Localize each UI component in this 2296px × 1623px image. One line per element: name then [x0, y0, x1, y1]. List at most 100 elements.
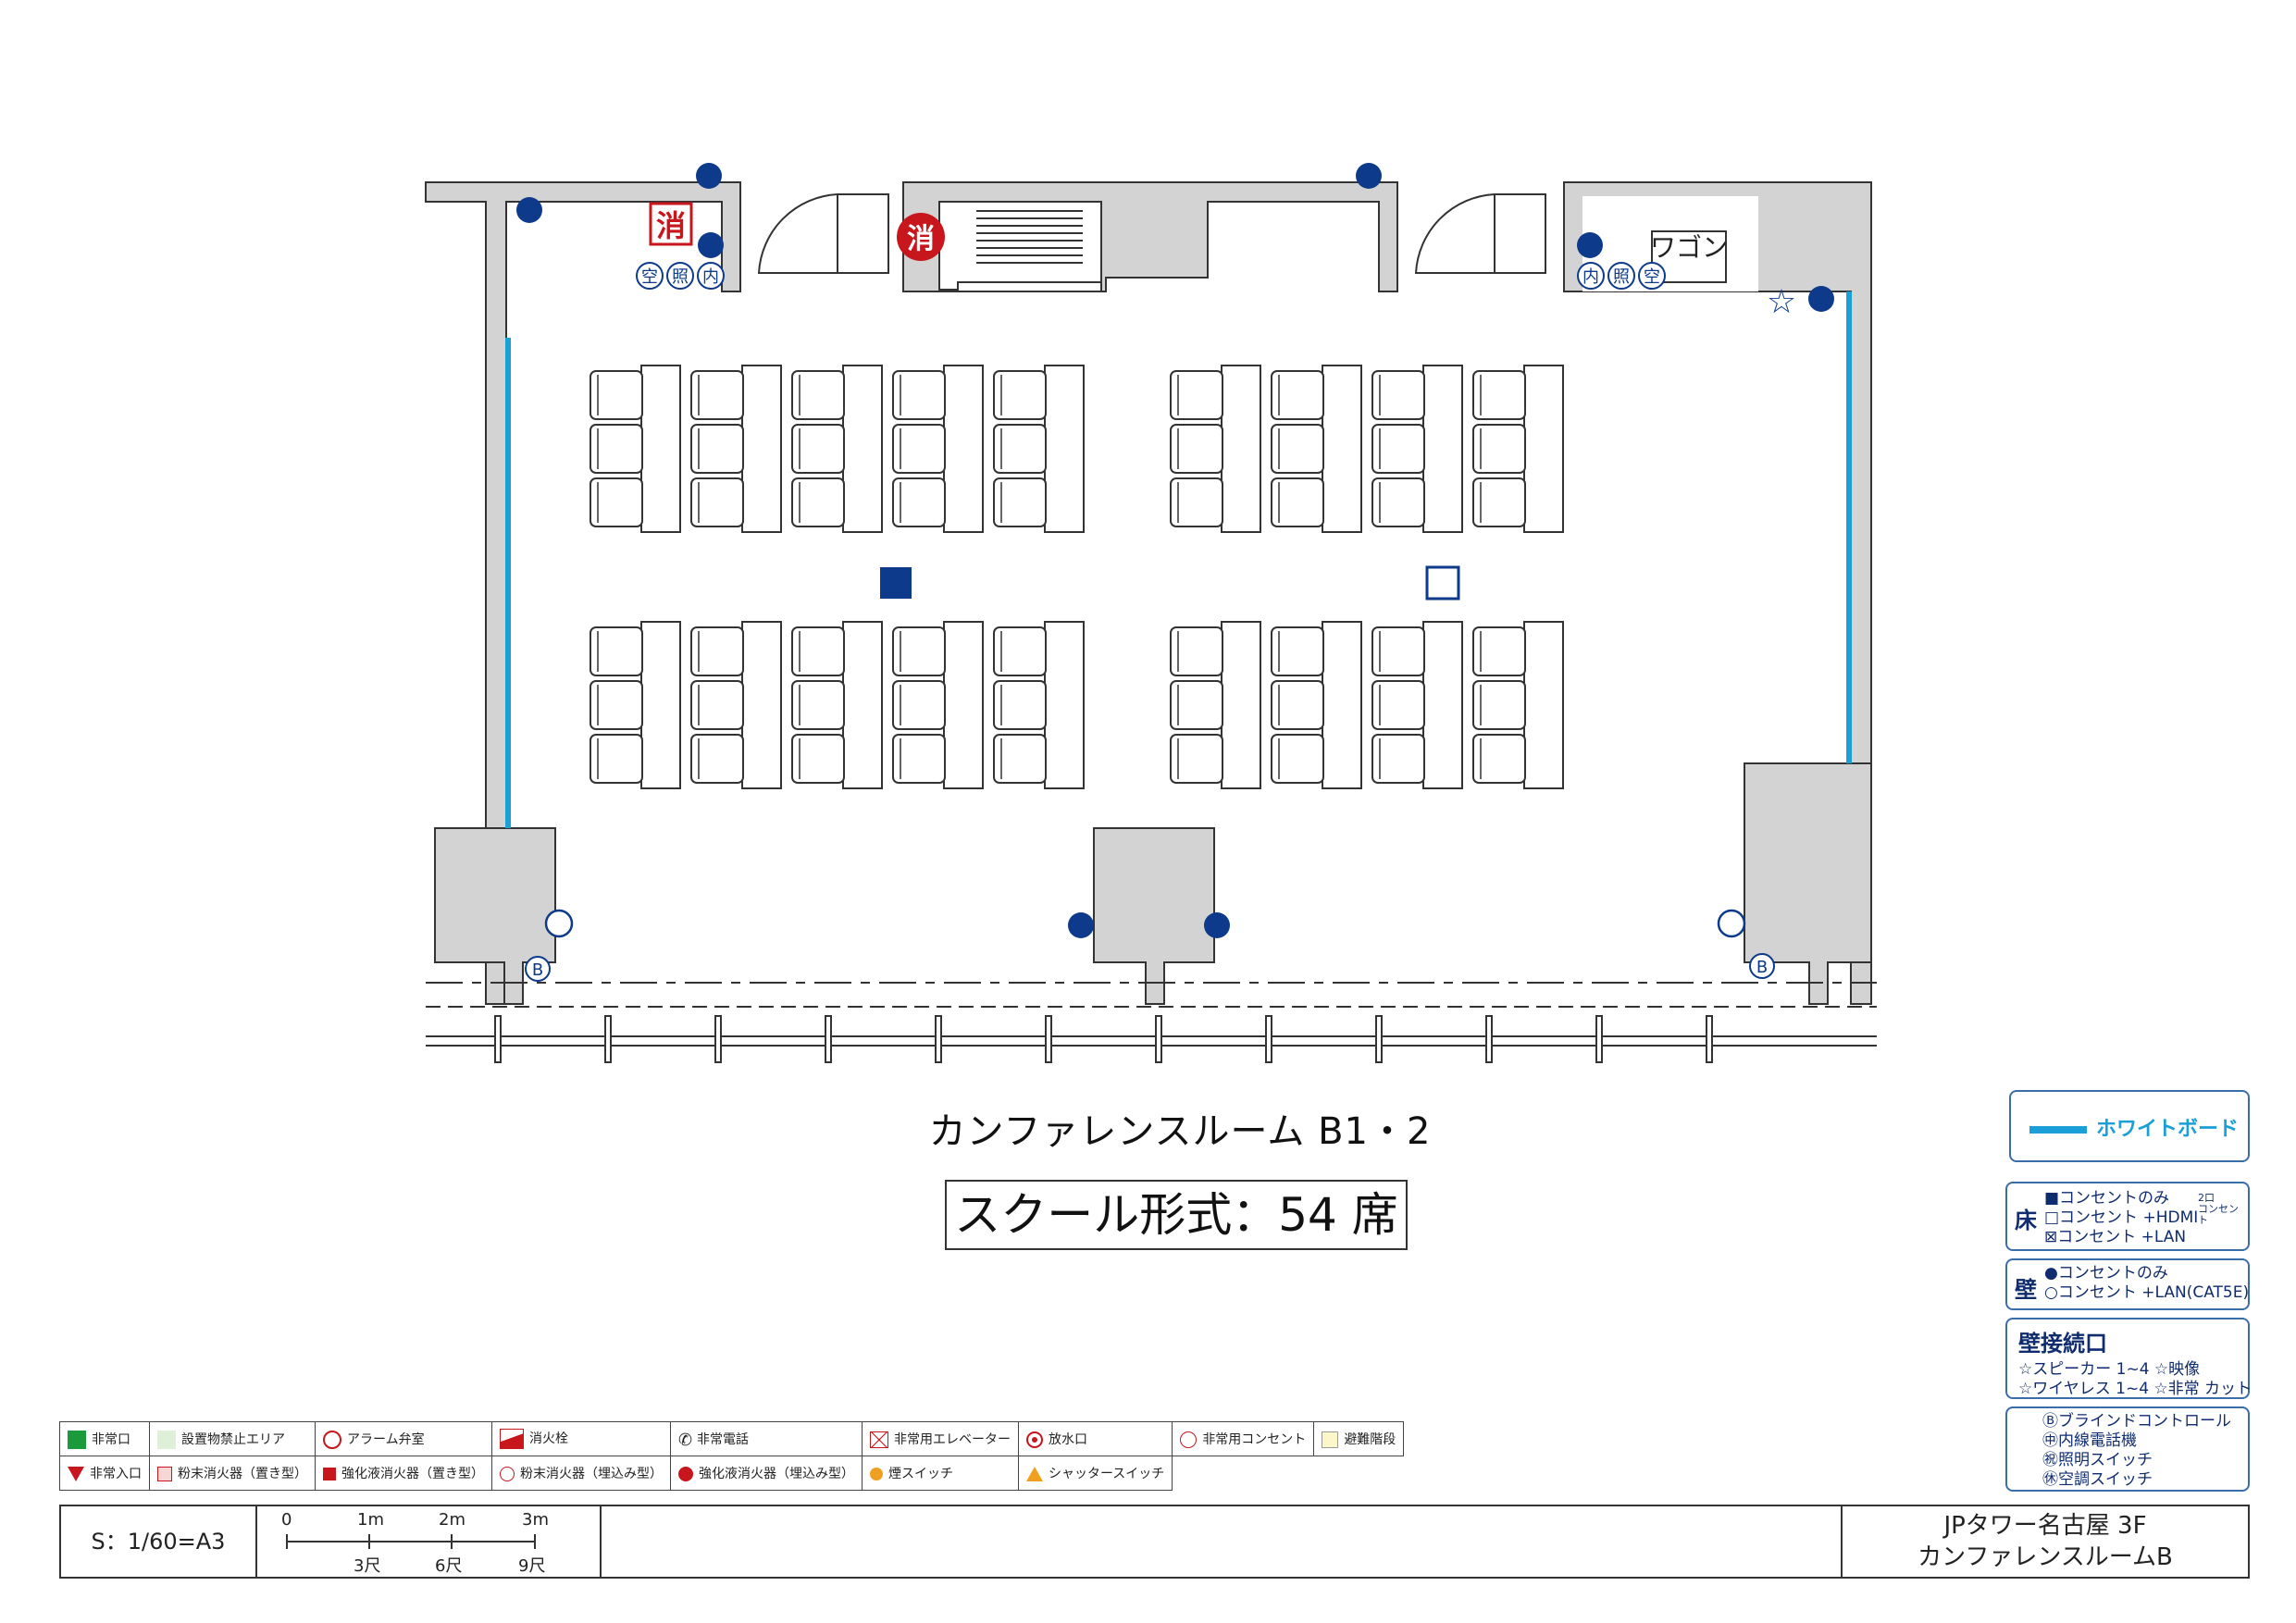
powder-extinguisher-icon: [157, 1467, 172, 1481]
chair: [892, 477, 946, 527]
window-mullion: [714, 1015, 722, 1063]
chair: [892, 680, 946, 730]
chair: [1472, 370, 1526, 420]
legend-alarm-valve: アラーム弁室: [315, 1421, 492, 1456]
switch-left-label: 照: [672, 267, 689, 287]
window-mullion: [494, 1015, 502, 1063]
switch-left-icon: [666, 262, 694, 290]
chair: [791, 734, 845, 784]
chair: [1170, 680, 1223, 730]
desk: [842, 365, 883, 533]
legend-smoke-switch: 煙スイッチ: [862, 1456, 1019, 1491]
speaker-connection-icon: ☆: [1767, 283, 1796, 321]
floor-note: 2口 コンセント: [2198, 1193, 2248, 1226]
chair: [1472, 680, 1526, 730]
window-mullion: [935, 1015, 942, 1063]
switch-left-icon: [636, 262, 664, 290]
wagon-label: ワゴン: [1650, 232, 1728, 263]
chair: [1472, 424, 1526, 474]
floor-head: 床: [2015, 1208, 2037, 1233]
desk: [943, 621, 984, 789]
chair: [590, 626, 643, 676]
scale-bar: 0 1m 2m 3m 3尺 6尺 9尺: [257, 1506, 602, 1577]
scale-m-3: 3m: [522, 1510, 549, 1530]
chair: [690, 626, 744, 676]
chair: [993, 477, 1047, 527]
legend-emergency-elevator: 非常用エレベーター: [862, 1421, 1019, 1456]
desk: [1322, 365, 1362, 533]
chair: [791, 370, 845, 420]
chair: [1371, 370, 1425, 420]
building-name: JPタワー名古屋 3F: [1943, 1512, 2147, 1540]
switch-item: Ⓑブラインドコントロール: [2042, 1412, 2231, 1431]
chair: [1371, 626, 1425, 676]
chair: [1472, 626, 1526, 676]
wall-top-left: [425, 181, 741, 1005]
window-mullion: [1706, 1015, 1713, 1063]
chair: [1271, 370, 1324, 420]
drawing-name: JPタワー名古屋 3F カンファレンスルームB: [1841, 1506, 2248, 1577]
window-mullion: [1485, 1015, 1493, 1063]
smoke-switch-icon: [870, 1468, 883, 1481]
chair: [1472, 734, 1526, 784]
chair: [1170, 477, 1223, 527]
legend-emergency-phone: ✆非常電話: [670, 1421, 863, 1456]
desk: [1221, 365, 1261, 533]
wall-outlet-legend: 壁 ●コンセントのみ ○コンセント +LAN(CAT5E): [2005, 1258, 2250, 1310]
floor-outlet-power: [880, 567, 912, 599]
chair: [590, 424, 643, 474]
desk: [1221, 621, 1261, 789]
door-right-a: [1414, 192, 1496, 274]
blind-control-label: B: [532, 960, 543, 980]
chair: [993, 626, 1047, 676]
desk: [1044, 621, 1085, 789]
layout-label: スクール形式：54 席: [945, 1180, 1408, 1250]
wall-head: 壁: [2015, 1277, 2037, 1303]
chair: [590, 370, 643, 420]
scale-shaku-1: 3尺: [354, 1556, 381, 1576]
column-center: [1093, 827, 1215, 1005]
liquid-extinguisher-icon: [323, 1468, 336, 1481]
conn-item: ☆スピーカー 1~4 ☆映像: [2018, 1360, 2201, 1379]
chair: [690, 370, 744, 420]
chair: [993, 680, 1047, 730]
floor-outlet-hdmi: [1425, 565, 1460, 601]
wall-outlet-power: [1068, 912, 1094, 938]
desk: [640, 621, 681, 789]
scale-m-2: 2m: [439, 1510, 465, 1530]
switch-item: ㊡空調スイッチ: [2042, 1470, 2153, 1489]
chair: [690, 680, 744, 730]
stair-box: [938, 201, 1102, 291]
wall-outlet-power: [1577, 232, 1603, 258]
wall-outlet-power: [1808, 286, 1834, 312]
wall-outlet-lan: [1717, 909, 1746, 938]
blind-control-label: B: [1756, 958, 1768, 977]
wall-outlet-power: [1356, 163, 1382, 189]
column-left: [434, 827, 556, 1005]
switch-item: ㊥内線電話機: [2042, 1431, 2137, 1450]
chair: [1371, 734, 1425, 784]
chair: [590, 477, 643, 527]
blind-control-icon: [1749, 953, 1775, 979]
legend-liquid-ext: 強化液消火器（置き型）: [315, 1456, 492, 1491]
door-left-a: [757, 192, 838, 274]
switch-left-label: 空: [641, 267, 658, 287]
chair: [1271, 626, 1324, 676]
room-title: カンファレンスルーム B1・2: [928, 1110, 1432, 1153]
legend-no-install: 設置物禁止エリア: [149, 1421, 316, 1456]
whiteboard-swatch: [2029, 1126, 2087, 1134]
chair: [1271, 680, 1324, 730]
blind-control-icon: [525, 956, 551, 982]
switch-legend: Ⓑブラインドコントロール ㊥内線電話機 ㊗照明スイッチ ㊡空調スイッチ: [2005, 1406, 2250, 1492]
chair: [690, 477, 744, 527]
chair: [791, 477, 845, 527]
switch-right-label: 空: [1644, 267, 1660, 287]
switch-left-label: 内: [702, 267, 719, 287]
floor-note-bottom: コンセント: [2198, 1203, 2239, 1226]
legend-hydrant: 消火栓: [491, 1421, 671, 1456]
seating-area: [590, 365, 1564, 789]
wall-item: ●コンセントのみ: [2044, 1264, 2168, 1282]
chair: [892, 424, 946, 474]
